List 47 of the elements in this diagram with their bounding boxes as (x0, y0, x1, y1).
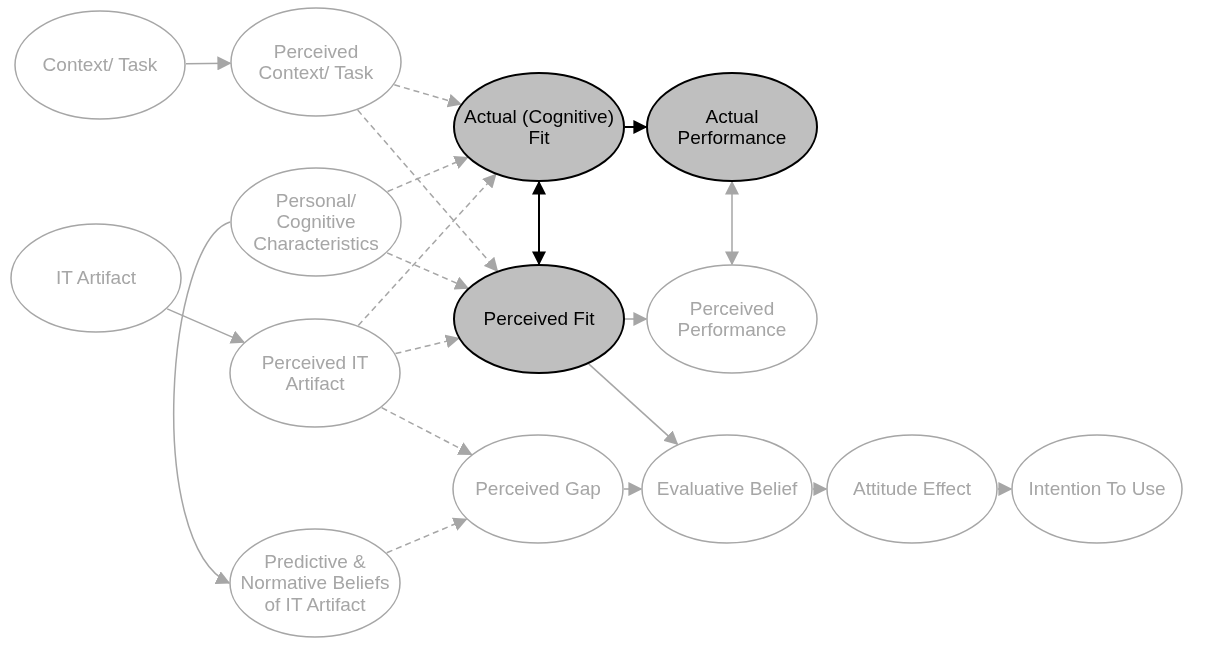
arrow (624, 120, 648, 134)
construct-ellipse (10, 223, 182, 333)
arrow (386, 517, 468, 554)
arrow (185, 56, 232, 71)
arrow (532, 180, 546, 266)
arrow (166, 308, 246, 344)
arrow (624, 312, 648, 326)
node-label: Actual Performance (676, 105, 788, 149)
arrow (386, 156, 469, 193)
construct-ellipse (14, 10, 186, 120)
arrow (623, 482, 643, 496)
arrow (356, 109, 499, 272)
node-label: Actual (Cognitive) Fit (463, 105, 615, 149)
node-label: Perceived Gap (474, 478, 602, 500)
arrow (725, 180, 739, 266)
arrow (357, 173, 497, 327)
node-label: Intention To Use (1027, 478, 1167, 500)
arrow (173, 221, 231, 584)
arrow (997, 482, 1013, 496)
construct-ellipse (826, 434, 998, 544)
construct-ellipse (641, 434, 813, 544)
construct-ellipse (646, 264, 818, 374)
node-label: Attitude Effect (852, 478, 972, 500)
arrow (587, 363, 679, 446)
construct-ellipse (453, 264, 625, 374)
construct-ellipse (230, 167, 402, 277)
construct-ellipse (229, 528, 401, 638)
node-label: Evaluative Belief (655, 478, 799, 500)
construct-ellipse (453, 72, 625, 182)
node-label: IT Artifact (55, 267, 137, 289)
construct-ellipse (230, 7, 402, 117)
construct-ellipse (1011, 434, 1183, 544)
node-label: Predictive & Normative Beliefs of IT Artifact (239, 551, 391, 615)
node-label: Perceived Fit (482, 308, 596, 330)
arrow (386, 252, 470, 290)
node-label: Perceived Performance (676, 297, 788, 341)
node-label: Perceived Context/ Task (257, 40, 375, 84)
arrow (394, 334, 460, 355)
arrow (380, 406, 473, 456)
arrow (812, 482, 828, 496)
node-label: Perceived IT Artifact (260, 351, 370, 395)
node-label: Personal/ Cognitive Characteristics (252, 190, 380, 254)
construct-ellipse (646, 72, 818, 182)
arrow (393, 84, 463, 108)
construct-ellipse (229, 318, 401, 428)
construct-ellipse (452, 434, 624, 544)
node-label: Context/ Task (41, 54, 159, 76)
